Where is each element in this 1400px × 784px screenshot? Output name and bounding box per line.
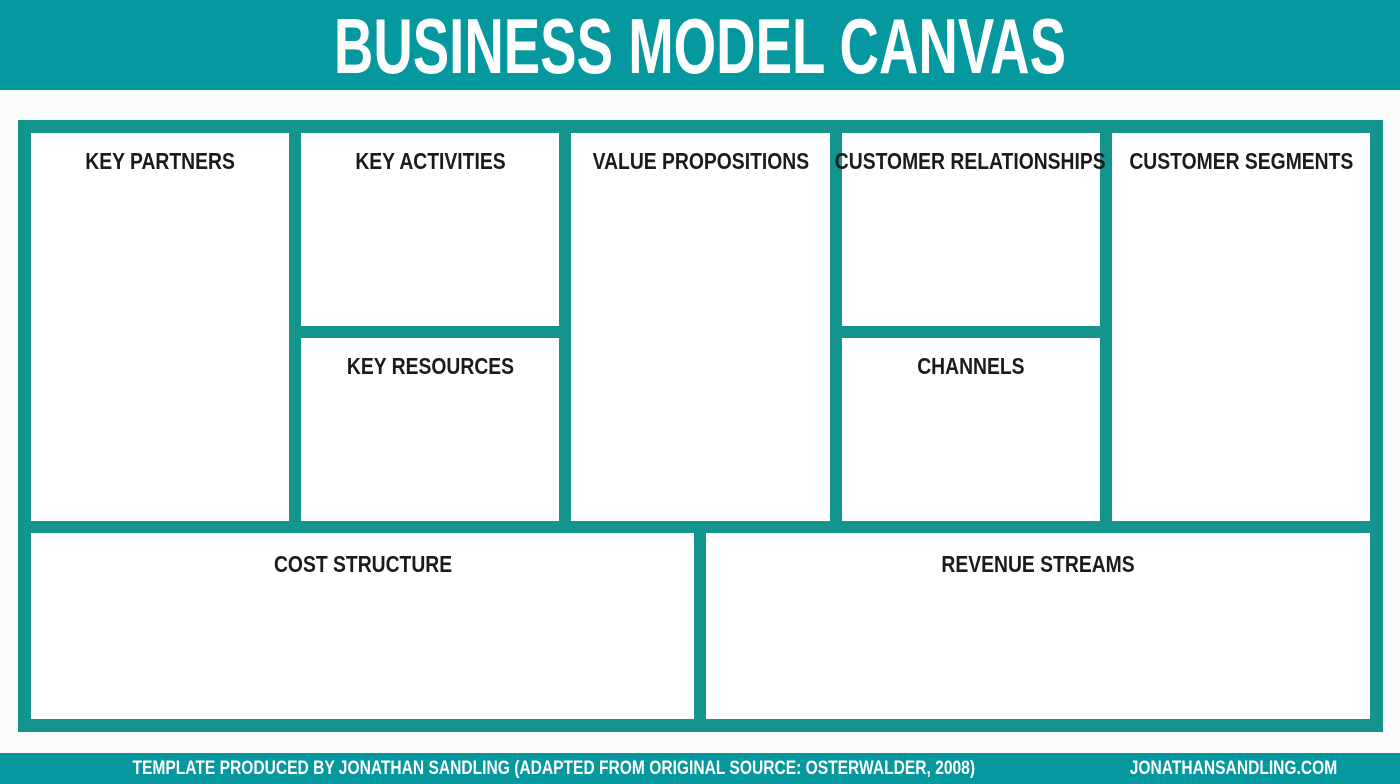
page-title: BUSINESS MODEL CANVAS [333,2,1067,90]
box-key-resources-title: KEY RESOURCES [346,353,514,379]
box-channels-title: CHANNELS [917,353,1025,379]
box-revenue-streams-title: REVENUE STREAMS [941,551,1135,577]
box-value-propositions: VALUE PROPOSITIONS [571,133,830,521]
header-banner: BUSINESS MODEL CANVAS [0,0,1400,90]
box-customer-relationships-title: CUSTOMER RELATIONSHIPS [835,148,1107,174]
box-cost-structure-title: COST STRUCTURE [273,551,452,577]
box-customer-relationships: CUSTOMER RELATIONSHIPS [835,133,1106,326]
box-value-propositions-title: VALUE PROPOSITIONS [592,148,809,174]
box-revenue-streams: REVENUE STREAMS [706,533,1370,719]
box-cost-structure: COST STRUCTURE [31,533,695,719]
footer-bar: TEMPLATE PRODUCED BY JONATHAN SANDLING (… [0,753,1400,784]
box-key-activities-title: KEY ACTIVITIES [355,148,506,174]
box-key-activities: KEY ACTIVITIES [301,133,560,326]
box-key-partners-title: KEY PARTNERS [85,148,235,174]
footer-website-text: JONATHANSANDLING.COM [1130,758,1338,779]
footer-credit-text: TEMPLATE PRODUCED BY JONATHAN SANDLING (… [132,758,975,779]
box-key-partners: KEY PARTNERS [31,133,290,521]
box-customer-segments: CUSTOMER SEGMENTS [1111,133,1370,521]
box-key-resources: KEY RESOURCES [301,338,560,521]
box-channels: CHANNELS [841,338,1100,521]
box-customer-segments-title: CUSTOMER SEGMENTS [1128,148,1353,174]
business-model-canvas-grid: KEY PARTNERS KEY ACTIVITIES VALUE PROPOS… [18,120,1383,732]
